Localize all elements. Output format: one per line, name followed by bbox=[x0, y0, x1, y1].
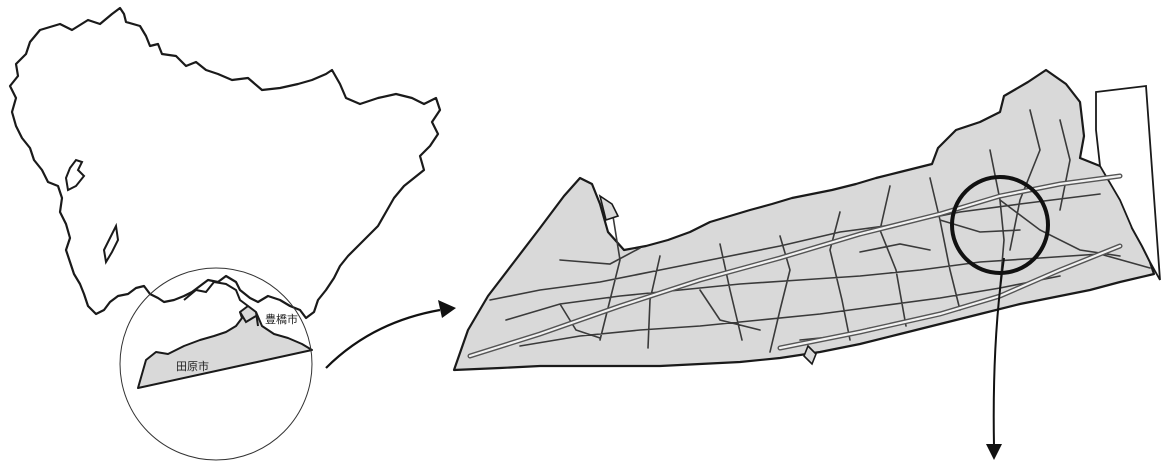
peninsula-detail-map bbox=[452, 68, 1161, 372]
peninsula-region bbox=[137, 305, 313, 389]
overview-focus-circle bbox=[119, 267, 313, 461]
drilldown-arrow bbox=[986, 257, 1005, 460]
zoom-arrow-curve bbox=[325, 308, 441, 369]
prefecture-overview-map: 豊橋市 田原市 bbox=[8, 6, 442, 461]
reclaimed-land-outline bbox=[1095, 84, 1161, 281]
detail-road-network bbox=[489, 109, 1151, 353]
drilldown-arrow-head bbox=[986, 444, 1002, 460]
drilldown-arrow-line bbox=[992, 257, 1005, 447]
prefecture-bay-inlet bbox=[64, 158, 120, 265]
detail-small-islands bbox=[598, 194, 817, 366]
label-tahara: 田原市 bbox=[176, 359, 209, 373]
zoom-arrow-head bbox=[438, 300, 456, 318]
toyohashi-boundary bbox=[183, 280, 259, 327]
detail-focus-circle bbox=[950, 175, 1050, 275]
zoom-arrow bbox=[325, 300, 456, 369]
label-toyohashi: 豊橋市 bbox=[265, 312, 298, 326]
